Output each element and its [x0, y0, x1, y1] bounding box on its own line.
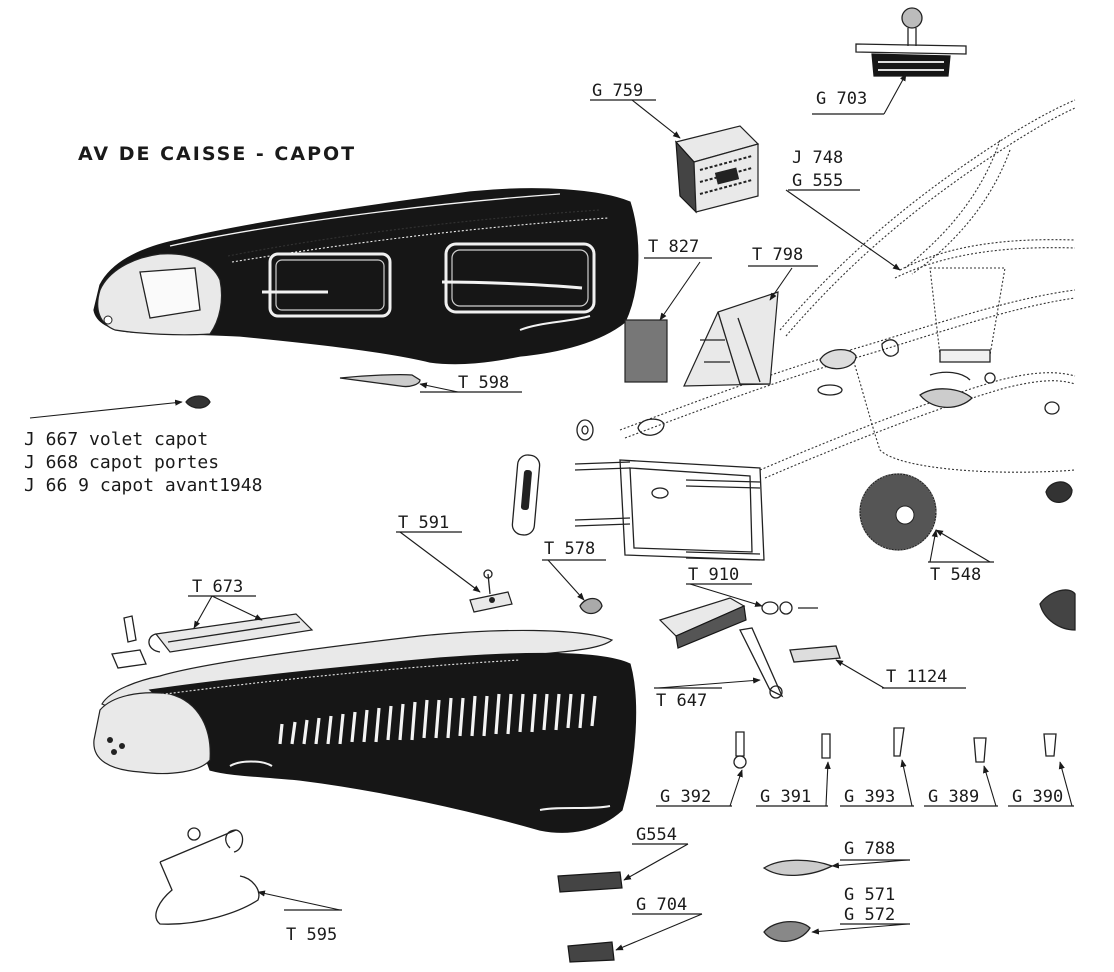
label-g572: G 572 — [844, 905, 895, 925]
label-g393: G 393 — [844, 787, 895, 807]
label-g704: G 704 — [636, 895, 687, 915]
label-g392: G 392 — [660, 787, 711, 807]
label-t910: T 910 — [688, 565, 739, 585]
part-t1124-bracket — [789, 645, 841, 663]
note-j668: J 668 capot portes — [24, 452, 219, 473]
part-g554-connector — [557, 871, 623, 893]
diagram-title: AV DE CAISSE - CAPOT — [78, 143, 356, 165]
part-g788-wire — [762, 859, 834, 877]
label-t1124: T 1124 — [886, 667, 947, 687]
part-t578-clip — [579, 597, 603, 615]
label-t673: T 673 — [192, 577, 243, 597]
note-j669: J 66 9 capot avant1948 — [24, 475, 262, 496]
label-t598: T 598 — [458, 373, 509, 393]
label-t827: T 827 — [648, 237, 699, 257]
note-j667: J 667 volet capot — [24, 429, 208, 450]
part-g704-connector — [567, 941, 615, 963]
part-t591-plate — [469, 569, 513, 613]
label-g788: G 788 — [844, 839, 895, 859]
part-t910-pin — [761, 601, 818, 615]
leader-lines — [29, 73, 1073, 951]
lower-side-panel — [93, 629, 637, 833]
part-t798-wedge — [683, 291, 779, 387]
label-t548: T 548 — [930, 565, 981, 585]
grille-louvres — [278, 693, 597, 745]
terminal-row — [733, 727, 1057, 769]
label-g759: G 759 — [592, 81, 643, 101]
label-t798: T 798 — [752, 245, 803, 265]
part-g571-block — [763, 921, 811, 942]
label-t595: T 595 — [286, 925, 337, 945]
part-t827-pad — [624, 319, 668, 383]
label-g554: G554 — [636, 825, 677, 845]
part-g759-box — [674, 125, 760, 214]
part-t673-hinge — [111, 613, 314, 669]
label-g555: G 555 — [792, 171, 843, 191]
label-g390: G 390 — [1012, 787, 1063, 807]
label-t647: T 647 — [656, 691, 707, 711]
label-g391: G 391 — [760, 787, 811, 807]
upper-hood-panel — [93, 188, 639, 365]
label-g703: G 703 — [816, 89, 867, 109]
label-g389: G 389 — [928, 787, 979, 807]
part-t647-mechanism — [658, 597, 784, 699]
part-g703-switch — [855, 7, 967, 77]
body-frame-structure — [511, 99, 1076, 631]
part-labels: G 759 G 703 J 748 G 555 T 827 T 798 T 59… — [188, 81, 1074, 945]
part-j667-clip — [185, 395, 211, 409]
volet-notes: J 667 volet capot J 668 capot portes J 6… — [24, 429, 262, 496]
label-j748: J 748 — [792, 148, 843, 168]
part-t595-spring — [155, 827, 260, 925]
label-t591: T 591 — [398, 513, 449, 533]
label-g571: G 571 — [844, 885, 895, 905]
part-t598-spike — [339, 373, 421, 388]
label-t578: T 578 — [544, 539, 595, 559]
